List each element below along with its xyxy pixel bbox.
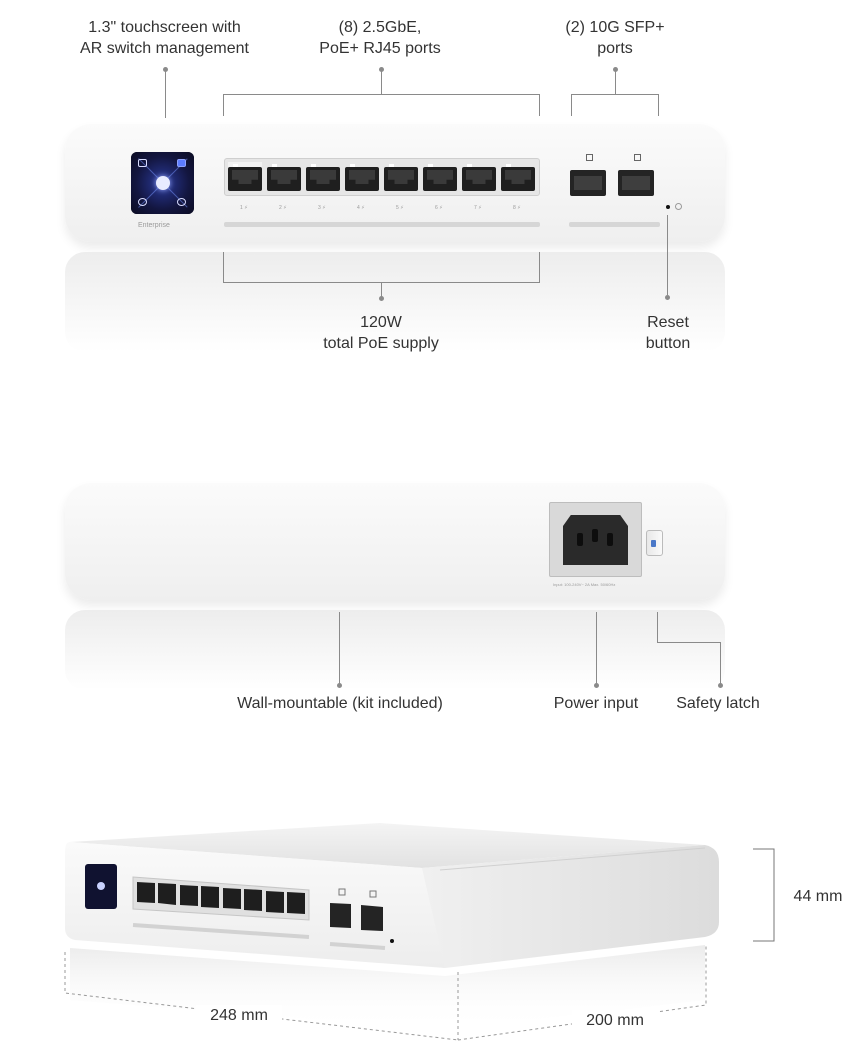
port-label: 4 ⚡ bbox=[357, 205, 365, 211]
callout-dot bbox=[665, 295, 670, 300]
rj45-port-1[interactable] bbox=[228, 164, 262, 191]
screen-network-icon bbox=[177, 159, 186, 167]
bracket-line bbox=[658, 94, 659, 116]
bracket-line bbox=[539, 252, 540, 282]
touchscreen-display[interactable] bbox=[131, 152, 194, 214]
dimension-width: 248 mm bbox=[196, 1005, 282, 1026]
power-input-socket[interactable] bbox=[563, 515, 628, 565]
port-label: 2 ⚡ bbox=[279, 205, 287, 211]
rj45-port-7[interactable] bbox=[462, 164, 496, 191]
touchscreen-center-icon bbox=[155, 176, 170, 190]
callout-line bbox=[165, 70, 166, 118]
port-label: 1 ⚡ bbox=[240, 205, 248, 211]
callout-sfp-ports: (2) 10G SFP+ ports bbox=[565, 19, 665, 57]
switch-side-face bbox=[422, 845, 719, 968]
sfp-led-1 bbox=[586, 154, 593, 161]
width-dimension-line bbox=[64, 952, 459, 1041]
screen-device-icon bbox=[138, 159, 147, 167]
reset-icon bbox=[675, 203, 682, 210]
bracket-line bbox=[223, 94, 540, 95]
dimension-depth: 200 mm bbox=[572, 1010, 658, 1031]
callout-line bbox=[657, 612, 658, 642]
bracket-line bbox=[223, 94, 224, 116]
sfp-led-2 bbox=[634, 154, 641, 161]
callout-line bbox=[339, 612, 340, 684]
callout-wall-mount: Wall-mountable (kit included) bbox=[237, 695, 443, 712]
rj45-port-4[interactable] bbox=[345, 164, 379, 191]
bracket-line bbox=[539, 94, 540, 116]
latch-indicator bbox=[651, 540, 656, 547]
callout-rj45-ports: (8) 2.5GbE, PoE+ RJ45 ports bbox=[319, 19, 441, 57]
dimension-height: 44 mm bbox=[793, 888, 843, 905]
callout-dot bbox=[379, 296, 384, 301]
callout-touchscreen: 1.3" touchscreen with AR switch manageme… bbox=[80, 19, 249, 57]
switch-rear-reflection bbox=[65, 610, 725, 690]
height-bracket bbox=[753, 848, 775, 942]
rj45-group-bar bbox=[224, 222, 540, 227]
switch-reflection bbox=[65, 252, 725, 352]
enterprise-logo: Enterprise bbox=[138, 222, 170, 229]
callout-dot bbox=[337, 683, 342, 688]
callout-dot bbox=[379, 67, 384, 72]
callout-line bbox=[657, 642, 720, 643]
port-label: 7 ⚡ bbox=[474, 205, 482, 211]
callout-line bbox=[615, 70, 616, 94]
callout-line bbox=[720, 642, 721, 684]
sfp-group-bar bbox=[569, 222, 660, 227]
safety-latch[interactable] bbox=[646, 530, 663, 556]
bracket-line bbox=[571, 94, 572, 116]
port-label: 6 ⚡ bbox=[435, 205, 443, 211]
perspective-sfp-2 bbox=[361, 905, 383, 931]
rj45-port-3[interactable] bbox=[306, 164, 340, 191]
rj45-port-8[interactable] bbox=[501, 164, 535, 191]
callout-line bbox=[381, 70, 382, 94]
callout-dot bbox=[613, 67, 618, 72]
callout-line bbox=[381, 282, 382, 297]
callout-reset: Reset button bbox=[645, 314, 691, 352]
callout-line bbox=[667, 215, 668, 295]
rj45-port-5[interactable] bbox=[384, 164, 418, 191]
callout-power-input: Power input bbox=[553, 695, 639, 712]
port-label: 5 ⚡ bbox=[396, 205, 404, 211]
power-rating-text: Input: 100-240V~ 2A Max. 50/60Hz bbox=[553, 582, 616, 587]
callout-dot bbox=[594, 683, 599, 688]
sfp-port-1[interactable] bbox=[570, 170, 606, 196]
depth-dimension-line bbox=[457, 946, 707, 1041]
callout-poe-supply: 120W total PoE supply bbox=[323, 314, 439, 352]
callout-safety-latch: Safety latch bbox=[676, 695, 760, 712]
rj45-port-6[interactable] bbox=[423, 164, 457, 191]
bracket-line bbox=[571, 94, 659, 95]
screen-info-icon bbox=[138, 198, 147, 206]
perspective-rj45-ports bbox=[137, 882, 305, 914]
callout-line bbox=[596, 612, 597, 684]
screen-settings-icon bbox=[177, 198, 186, 206]
reset-button[interactable] bbox=[666, 205, 670, 209]
port-label: 8 ⚡ bbox=[513, 205, 521, 211]
rj45-port-2[interactable] bbox=[267, 164, 301, 191]
switch-top-face bbox=[70, 823, 705, 868]
sfp-port-2[interactable] bbox=[618, 170, 654, 196]
callout-dot bbox=[163, 67, 168, 72]
port-label: 3 ⚡ bbox=[318, 205, 326, 211]
perspective-sfp-1 bbox=[330, 903, 351, 928]
callout-dot bbox=[718, 683, 723, 688]
bracket-line bbox=[223, 252, 224, 282]
